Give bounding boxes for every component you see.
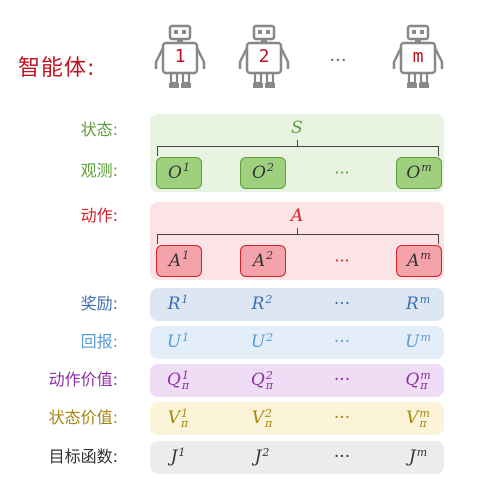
robot-icon: 1 (153, 24, 207, 90)
state-brace-mid (297, 140, 298, 146)
action-brace-right (438, 234, 439, 244)
vvalue-panel (150, 402, 444, 435)
agents-ellipsis: ··· (329, 50, 347, 71)
return-panel (150, 326, 444, 359)
qvalue-panel (150, 364, 444, 397)
robot-icon: m (391, 24, 445, 90)
action-brace (157, 234, 439, 235)
robot-number: m (412, 46, 424, 67)
state-symbol: S (291, 118, 303, 138)
state-label: 状态: (80, 120, 118, 139)
obs-label: 观测: (80, 161, 118, 180)
objective-label: 目标函数: (48, 447, 118, 466)
action-label: 动作: (80, 206, 118, 225)
state-brace-right (438, 146, 439, 156)
agents-title: 智能体: (18, 56, 96, 81)
robot-icon: 2 (237, 24, 291, 90)
reward-panel (150, 288, 444, 321)
reward-label: 奖励: (80, 294, 118, 313)
robot-number: 2 (258, 46, 270, 67)
vvalue-label: 状态价值: (48, 408, 118, 427)
qvalue-cell: ··· (333, 370, 351, 390)
action-brace-left (157, 234, 158, 244)
objective-cell: ··· (333, 447, 351, 467)
obs-ellipsis: ··· (334, 163, 350, 182)
action-symbol: A (290, 206, 304, 226)
objective-panel (150, 441, 444, 474)
robot-number: 1 (174, 46, 186, 67)
return-cell: ··· (333, 332, 351, 352)
reward-cell: ··· (333, 294, 351, 314)
vvalue-cell: ··· (333, 408, 351, 428)
state-brace (157, 146, 439, 147)
state-brace-left (157, 146, 158, 156)
return-label: 回报: (80, 332, 118, 351)
qvalue-label: 动作价值: (48, 370, 118, 389)
action-brace-mid (297, 228, 298, 234)
action-ellipsis: ··· (334, 251, 350, 270)
